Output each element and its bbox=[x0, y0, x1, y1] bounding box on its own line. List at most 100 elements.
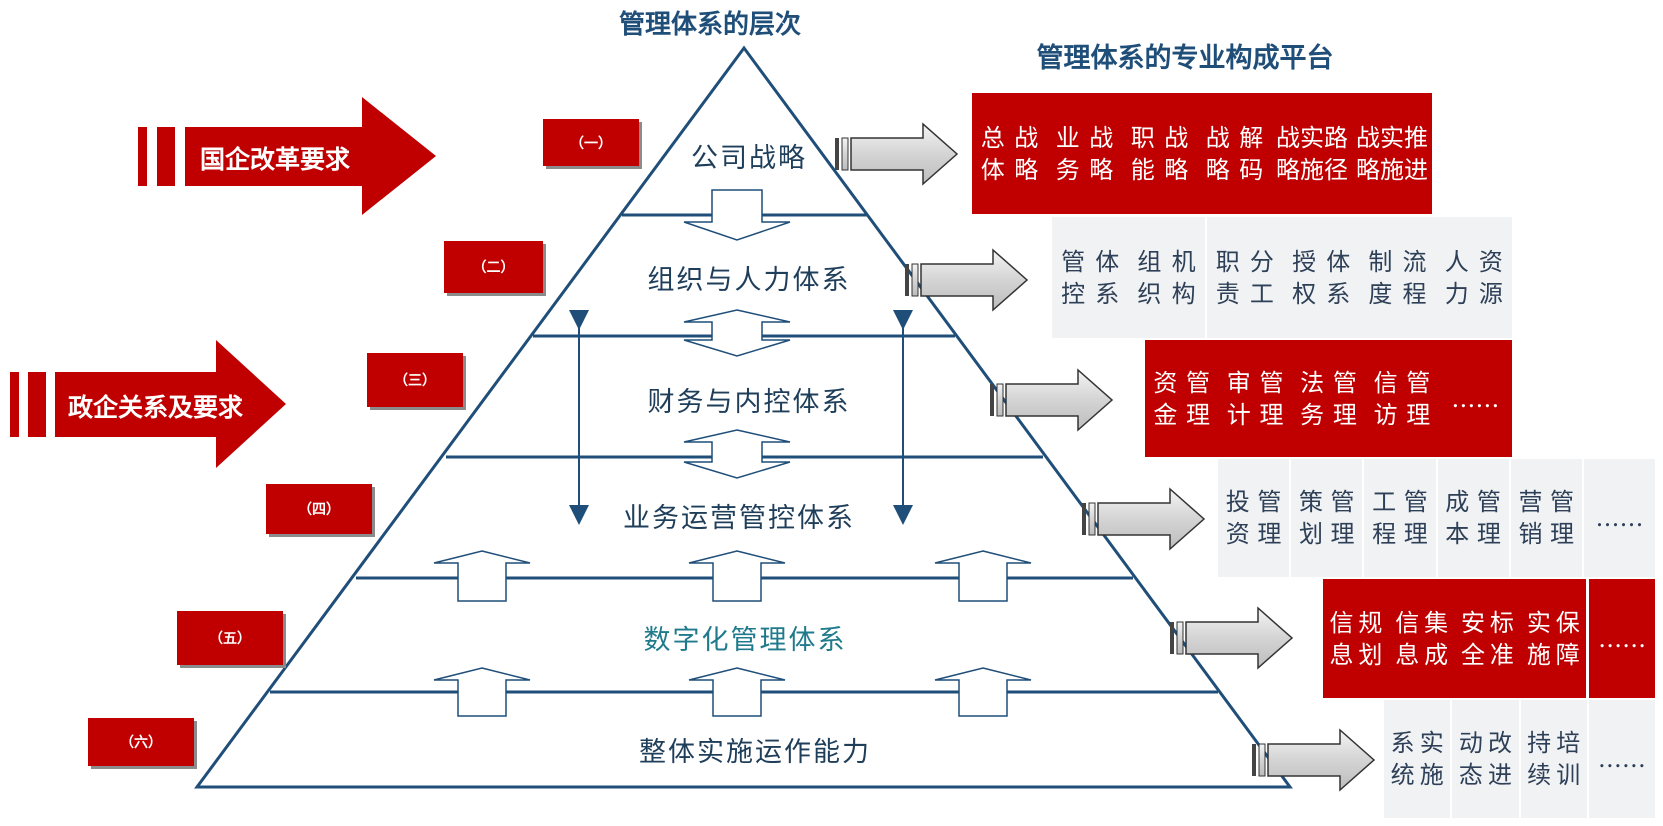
platform-item-text: 持续 bbox=[1527, 729, 1552, 789]
up-arrow-icon bbox=[934, 550, 1032, 602]
platform-item-text: 战略 bbox=[1356, 123, 1380, 184]
platform-box-organization: 管控体系组织机构职责分工授权体系制度流程人力资源 bbox=[1052, 217, 1512, 338]
platform-item-text: 组织 bbox=[1137, 247, 1162, 308]
platform-item-text: 制度 bbox=[1368, 247, 1393, 308]
platform-item-text: 安全 bbox=[1461, 608, 1486, 669]
platform-item: 安全标准 bbox=[1455, 579, 1521, 698]
level-label-digital: 数字化管理体系 bbox=[643, 625, 847, 656]
level-label-operations: 业务运营管控体系 bbox=[623, 503, 855, 534]
level-label-strategy: 公司战略 bbox=[691, 143, 807, 174]
platform-item-text: 标准 bbox=[1489, 608, 1514, 669]
platform-item-text: …… bbox=[1598, 624, 1647, 653]
platform-item-text: 信访 bbox=[1373, 368, 1398, 429]
platform-item-text: 总体 bbox=[980, 123, 1005, 184]
platform-item-text: 授权 bbox=[1292, 247, 1317, 308]
bidirectional-arrow-icon bbox=[683, 429, 791, 479]
platform-item: 管控体系 bbox=[1052, 217, 1128, 338]
platform-item-text: 规划 bbox=[1358, 608, 1383, 669]
platform-item-text: 资金 bbox=[1153, 368, 1178, 429]
platform-item-text: 管理 bbox=[1332, 368, 1357, 429]
platform-item-text: 实施 bbox=[1419, 729, 1444, 789]
platform-item-text: 管理 bbox=[1403, 488, 1428, 548]
platform-item: 职能战略 bbox=[1122, 93, 1197, 214]
platform-item-text: …… bbox=[1451, 384, 1500, 413]
level-tag-3: （三） bbox=[367, 353, 463, 407]
platform-item-text: 推进 bbox=[1404, 123, 1428, 184]
level-tag-5: （五） bbox=[177, 611, 283, 665]
platform-item-text: 管理 bbox=[1259, 368, 1284, 429]
connector-arrow-icon bbox=[1170, 606, 1294, 670]
pyramid-outline bbox=[194, 45, 1293, 789]
platform-item-text: 管理 bbox=[1406, 368, 1431, 429]
level-label-organization: 组织与人力体系 bbox=[647, 265, 851, 296]
platform-item-text: 解码 bbox=[1239, 123, 1264, 184]
platform-item: 营销管理 bbox=[1508, 459, 1582, 577]
level-label-finance: 财务与内控体系 bbox=[647, 387, 851, 418]
driver-arrow-reform bbox=[138, 97, 436, 215]
connector-arrow-icon bbox=[990, 368, 1114, 432]
platform-item-text: 管理 bbox=[1550, 488, 1575, 548]
platform-item-text: 管控 bbox=[1061, 247, 1086, 308]
platform-item: 战略解码 bbox=[1197, 93, 1272, 214]
platform-item-text: 改进 bbox=[1487, 729, 1512, 789]
platform-item: 实施保障 bbox=[1520, 579, 1586, 698]
platform-item: 战略实施路径 bbox=[1272, 93, 1352, 214]
platform-item-text: 体系 bbox=[1095, 247, 1120, 308]
platform-item: 信息集成 bbox=[1389, 579, 1455, 698]
platform-item: 职责分工 bbox=[1204, 217, 1283, 338]
platform-item-text: 系统 bbox=[1390, 729, 1415, 789]
platform-item: 战略实施推进 bbox=[1352, 93, 1432, 214]
platform-item-text: 工程 bbox=[1372, 488, 1397, 548]
connector-arrow-icon bbox=[1082, 487, 1206, 551]
platform-item-text: 信息 bbox=[1329, 608, 1354, 669]
pyramid-title: 管理体系的层次 bbox=[618, 10, 801, 40]
platform-box-digital: 信息规划信息集成安全标准实施保障…… bbox=[1323, 579, 1655, 698]
platform-item-text: 路径 bbox=[1324, 123, 1348, 184]
platform-box-strategy: 总体战略业务战略职能战略战略解码战略实施路径战略实施推进 bbox=[972, 93, 1432, 214]
platform-item-text: 投资 bbox=[1225, 488, 1250, 548]
platform-box-operations: 投资管理策划管理工程管理成本管理营销管理…… bbox=[1218, 459, 1655, 577]
platform-item-text: 营销 bbox=[1518, 488, 1543, 548]
platform-item-text: 实施 bbox=[1300, 123, 1324, 184]
up-arrow-icon bbox=[934, 667, 1032, 717]
connector-arrow-icon bbox=[905, 248, 1029, 312]
down-arrow-icon bbox=[683, 189, 791, 241]
bidirectional-arrow-icon bbox=[683, 309, 791, 357]
driver-label-government: 政企关系及要求 bbox=[68, 393, 244, 422]
connector-arrow-icon bbox=[835, 122, 959, 186]
up-arrow-row bbox=[433, 667, 1032, 717]
platform-item-text: 战略 bbox=[1014, 123, 1039, 184]
platform-item-text: 资源 bbox=[1478, 247, 1503, 308]
level-tag-4: （四） bbox=[266, 484, 372, 534]
platform-item-text: 体系 bbox=[1326, 247, 1351, 308]
platform-item: 审计管理 bbox=[1218, 340, 1291, 457]
driver-label-reform: 国企改革要求 bbox=[200, 145, 351, 174]
platform-item-text: 管理 bbox=[1330, 488, 1355, 548]
platform-item: 组织机构 bbox=[1128, 217, 1204, 338]
platform-item-text: 分工 bbox=[1249, 247, 1274, 308]
platform-item: 持续培训 bbox=[1518, 700, 1587, 818]
platform-item-text: 管理 bbox=[1476, 488, 1501, 548]
platform-item: 策划管理 bbox=[1289, 459, 1362, 577]
platform-item-text: 培训 bbox=[1556, 729, 1581, 789]
platform-item-text: 集成 bbox=[1424, 608, 1449, 669]
platform-item-text: 法务 bbox=[1300, 368, 1325, 429]
connector-arrow-icon bbox=[1252, 728, 1376, 792]
platform-item: 信息规划 bbox=[1323, 579, 1389, 698]
platform-item: 法务管理 bbox=[1292, 340, 1365, 457]
platform-item: …… bbox=[1586, 700, 1655, 818]
platform-item-text: …… bbox=[1597, 745, 1646, 773]
platform-item-text: 机构 bbox=[1171, 247, 1196, 308]
platform-item-text: 战略 bbox=[1164, 123, 1189, 184]
platform-item: 信访管理 bbox=[1365, 340, 1438, 457]
platform-item: 授权体系 bbox=[1283, 217, 1359, 338]
platform-item: 投资管理 bbox=[1218, 459, 1289, 577]
platform-item: 动态改进 bbox=[1450, 700, 1518, 818]
platform-item-text: 动态 bbox=[1458, 729, 1483, 789]
platform-item: 总体战略 bbox=[972, 93, 1047, 214]
up-arrow-icon bbox=[688, 550, 786, 602]
platform-item-text: 业务 bbox=[1055, 123, 1080, 184]
platform-item: 系统实施 bbox=[1384, 700, 1450, 818]
up-arrow-icon bbox=[433, 550, 531, 602]
platform-title: 管理体系的专业构成平台 bbox=[1036, 43, 1334, 74]
